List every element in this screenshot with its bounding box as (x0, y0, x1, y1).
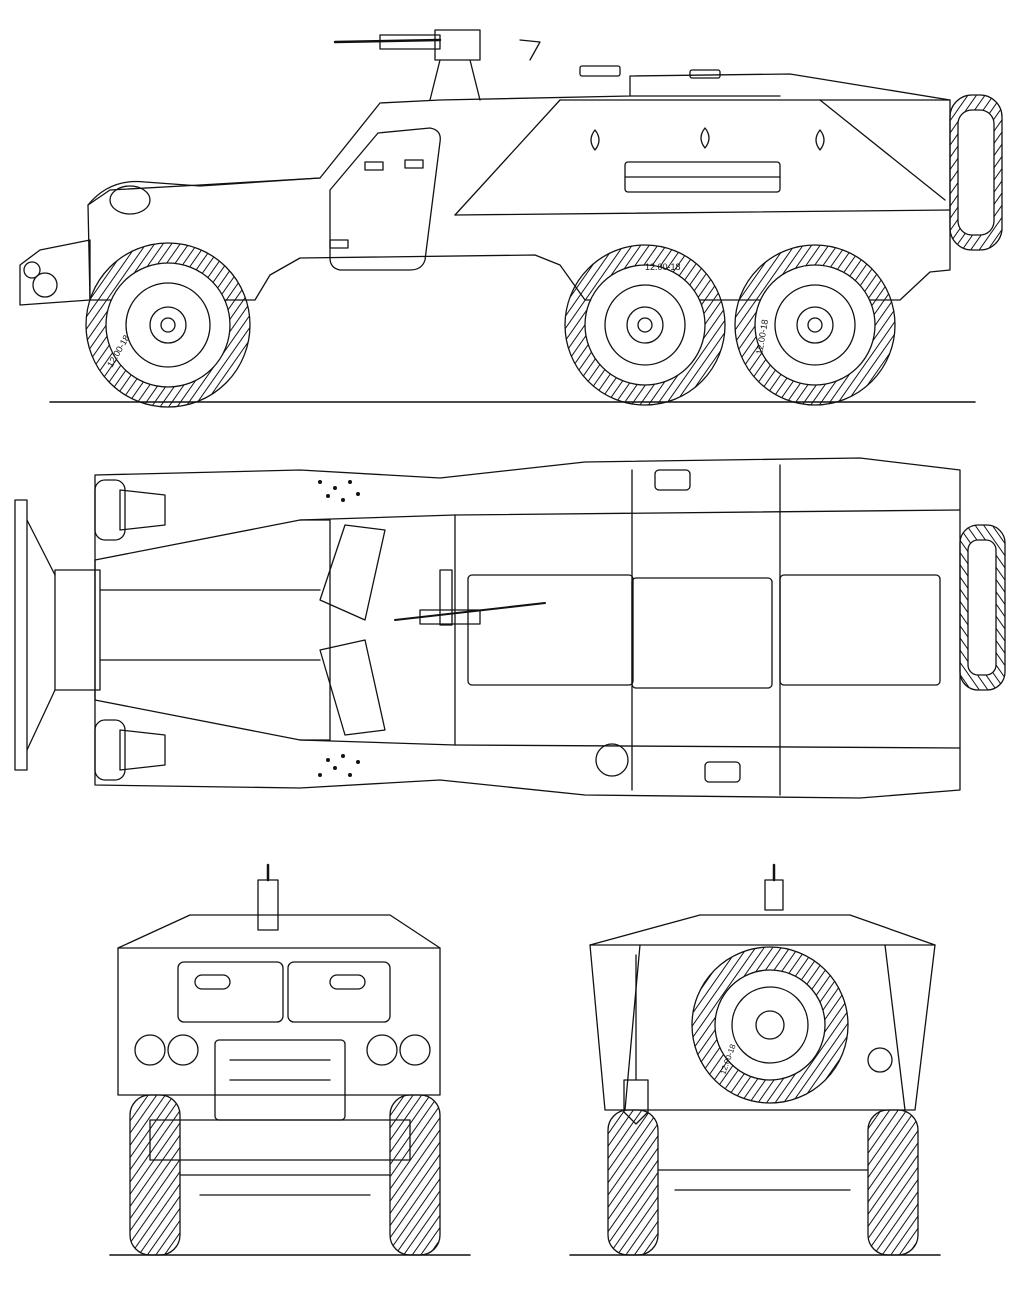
wheel-rear-right (867, 1109, 919, 1256)
deck-plate (299, 514, 456, 746)
spare-wheel-rear (691, 946, 849, 1104)
machine-gun-rear (764, 863, 784, 911)
wheel-front (85, 242, 251, 408)
radiator-grille (54, 569, 101, 691)
hull-panel (454, 209, 951, 216)
roof-hatch (779, 574, 941, 686)
windscreen-hatch (177, 961, 284, 1023)
roof-hatch (689, 69, 721, 79)
spare-wheel-side (949, 94, 1003, 251)
engine-hood (87, 177, 321, 206)
wheel-top (94, 479, 126, 541)
door-hinge (329, 239, 349, 249)
side-view: 12.00-18 12.00-18 12.00-18 (19, 29, 1003, 408)
door-hinge (364, 161, 384, 171)
spare-wheel-top (959, 524, 1006, 691)
windscreen-hatch (287, 961, 391, 1023)
headlight-top (119, 489, 166, 531)
top-view (14, 457, 1006, 799)
rear-view: 12.00-18 (569, 863, 941, 1256)
deck-plate (454, 744, 961, 749)
front-grille (19, 239, 91, 306)
roof-hatch (654, 469, 691, 491)
axle (179, 1174, 391, 1196)
tow-hook (867, 1047, 893, 1073)
wheel-front-right (389, 1094, 441, 1256)
hull-panel (819, 99, 946, 201)
hull-panel (454, 99, 561, 216)
machine-gun-top (394, 569, 546, 626)
door-hinge (404, 159, 424, 169)
hood-plan (94, 519, 331, 741)
plate-bolt (815, 129, 825, 151)
tire-marking: 12.00-18 (645, 262, 681, 272)
headlight (134, 1034, 166, 1066)
wheel-rear-left (607, 1109, 659, 1256)
tow-hook (32, 272, 58, 298)
axle (657, 1169, 869, 1191)
vent (595, 743, 629, 777)
engine-vent (318, 480, 360, 777)
hull-plan (94, 457, 961, 799)
wheel-middle (564, 244, 726, 406)
hull-side (87, 73, 951, 301)
hull-front (117, 914, 441, 1096)
roof-hatch (467, 574, 634, 686)
shovel (623, 954, 649, 1125)
front-bumper (149, 1119, 411, 1161)
headlight (366, 1034, 398, 1066)
headlight (109, 185, 151, 215)
front-bumper (14, 499, 28, 771)
roof-hatch (704, 761, 741, 783)
machine-gun-front (257, 863, 279, 931)
plate-bolt (700, 127, 710, 149)
deck-plate (454, 509, 961, 516)
roof-hatch (631, 577, 773, 689)
side-door (329, 127, 441, 271)
wheel-top (94, 719, 126, 781)
machine-gun (333, 29, 541, 101)
headlight-top (119, 729, 166, 771)
headlight (167, 1034, 199, 1066)
roof-hatch (579, 65, 621, 77)
wheel-front-left (129, 1094, 181, 1256)
wheel-rear (734, 244, 896, 406)
front-light (23, 261, 41, 279)
headlight (399, 1034, 431, 1066)
windscreen-hatch (319, 639, 386, 736)
front-view (109, 863, 471, 1256)
plate-bolt (590, 129, 600, 151)
windscreen-hatch (319, 524, 386, 621)
